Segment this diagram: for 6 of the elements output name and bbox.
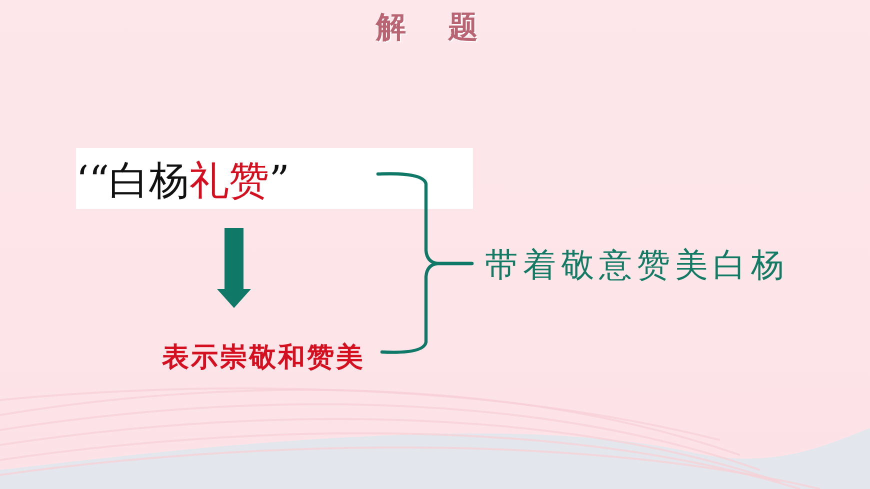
page-title: 解 题: [376, 10, 494, 45]
heading-box: ‘“白杨礼赞”: [76, 148, 473, 209]
text-label: 带着敬意赞美白杨: [485, 242, 789, 287]
block-arrow: [217, 228, 251, 308]
brace-line: [380, 262, 474, 354]
text-label: 表示崇敬和赞美: [162, 340, 365, 376]
